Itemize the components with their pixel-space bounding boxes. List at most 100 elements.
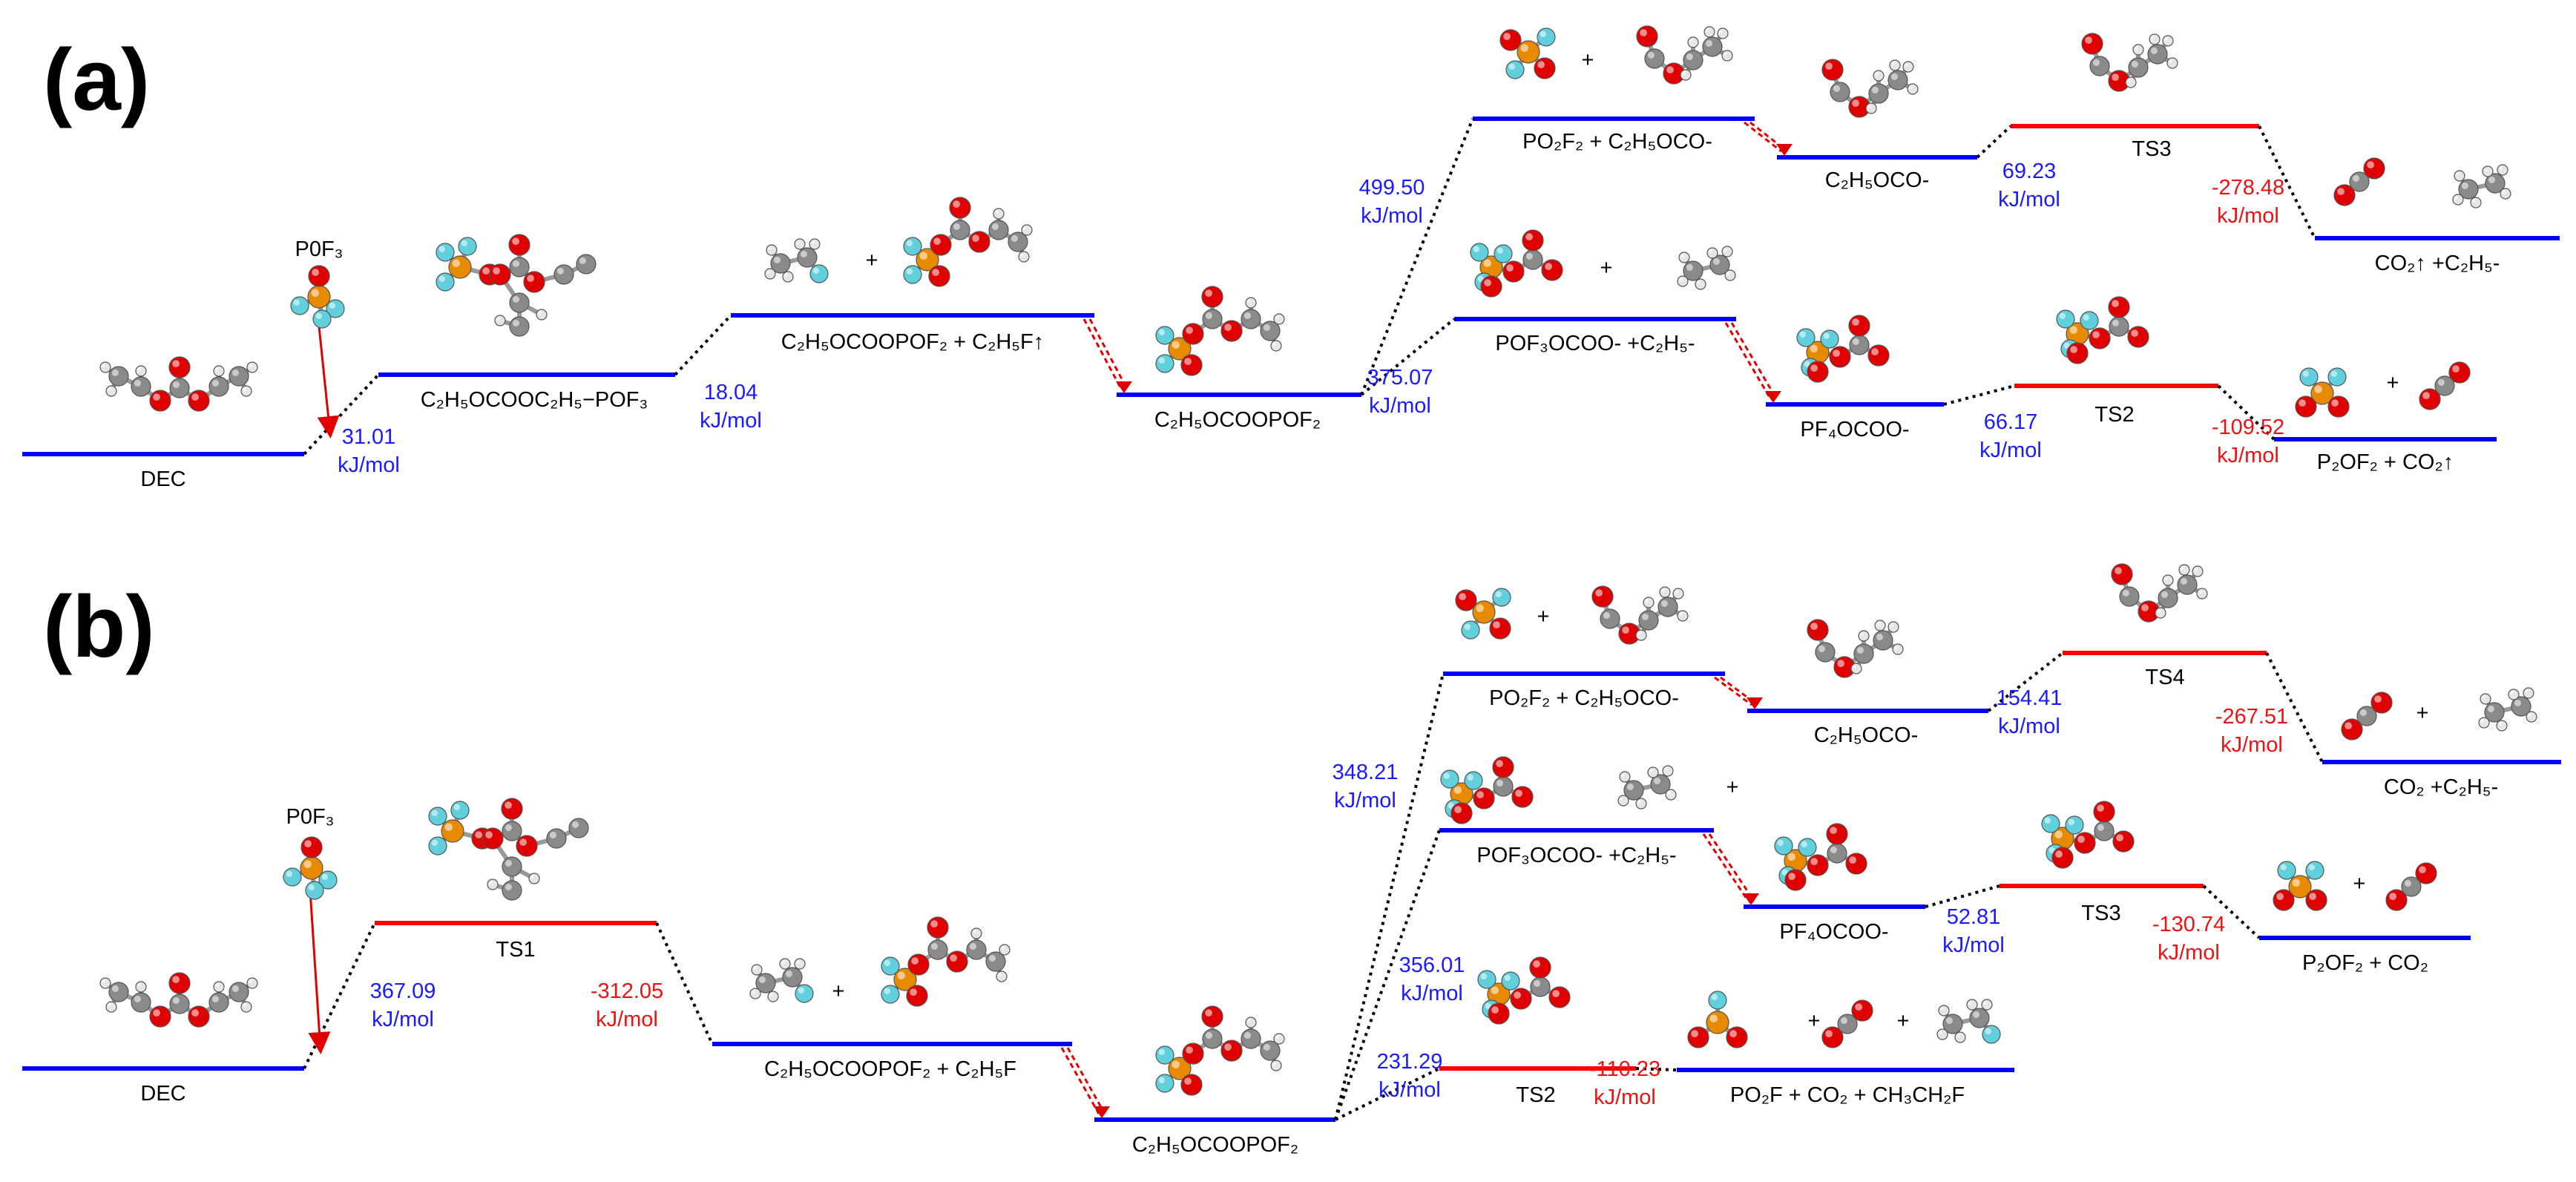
atom	[1155, 1074, 1174, 1093]
level-label-b-inter: C₂H₅OCOOPOF₂ + C₂H₅F	[764, 1057, 1016, 1081]
atom	[1706, 1011, 1729, 1034]
atom	[208, 992, 229, 1013]
atom	[2497, 164, 2508, 176]
atom	[1635, 798, 1647, 810]
level-label-a-pf4ocoo: PF₄OCOO-	[1800, 418, 1909, 441]
energy-value: 499.50	[1359, 176, 1425, 200]
atom	[1591, 585, 1614, 608]
atom	[2299, 367, 2319, 387]
atom	[168, 356, 191, 378]
atom	[1617, 795, 1629, 807]
transfer-arrow	[1744, 121, 1782, 153]
level-label-a-p2of2: P₂OF₂ + CO₂↑	[2317, 450, 2454, 474]
atom	[2470, 197, 2482, 209]
atom	[2166, 57, 2178, 69]
atom	[993, 208, 1005, 220]
atom	[1902, 61, 1914, 73]
energy-value: 52.81	[1947, 905, 2001, 929]
atom	[2074, 832, 2096, 854]
energy-unit: kJ/mol	[2217, 204, 2279, 228]
atom	[1182, 1043, 1204, 1065]
atom	[1687, 1026, 1709, 1048]
atom	[1796, 328, 1816, 347]
level-label-b-pof: PO₂F + CO₂ + CH₃CH₂F	[1730, 1083, 1965, 1107]
atom	[1677, 275, 1689, 287]
atom	[2128, 57, 2149, 78]
level-label-a-cmplx: C₂H₅OCOOC₂H₅−POF₃	[421, 388, 648, 412]
panel-b-label: (b)	[43, 578, 155, 676]
level-label-b-po2f2: PO₂F₂ + C₂H₅OCO-	[1489, 686, 1679, 710]
atom	[428, 807, 447, 826]
molecule-c2h5oco	[2111, 563, 2208, 623]
level-label-a-inter: C₂H₅OCOOPOF₂ + C₂H₅F↑	[781, 330, 1044, 354]
atom	[767, 991, 779, 1002]
atom	[809, 238, 821, 250]
atom	[766, 244, 778, 256]
atom	[1721, 246, 1733, 257]
level-label-b-pf4ocoo: PF₄OCOO-	[1779, 920, 1888, 944]
atom	[2500, 188, 2511, 200]
atom	[2158, 588, 2178, 608]
atom	[2080, 311, 2099, 330]
atom	[795, 984, 814, 1003]
atom	[949, 197, 971, 219]
atom	[1270, 340, 1282, 352]
atom	[1638, 610, 1659, 631]
atom	[1865, 102, 1877, 114]
atom	[1635, 629, 1647, 641]
atom	[1938, 1005, 1950, 1017]
transfer-arrow	[1724, 322, 1772, 399]
atom	[1703, 26, 1715, 38]
molecule-complex	[428, 798, 589, 901]
atom	[229, 982, 249, 1002]
atom	[448, 255, 472, 279]
atom	[1180, 1074, 1203, 1096]
molecule-c2h5oco	[1821, 59, 1919, 118]
atom	[523, 271, 545, 293]
molecule-pf4ocoo	[1796, 315, 1890, 383]
atom	[1480, 275, 1502, 298]
atom	[2109, 316, 2129, 337]
atom	[307, 285, 331, 309]
atom	[1534, 57, 1556, 79]
transfer-arrowhead	[1743, 893, 1759, 905]
atom	[1511, 786, 1534, 808]
atom	[188, 1005, 210, 1028]
plus-sign: +	[2353, 872, 2366, 896]
molecule-c2h5	[1617, 765, 1677, 810]
energy-levels	[22, 116, 2561, 1122]
atom	[436, 243, 455, 262]
atom	[305, 881, 324, 900]
atom	[1798, 838, 1817, 857]
atom	[996, 971, 1008, 982]
atom	[436, 272, 455, 292]
level-label-b-c2h5ocoopof2: C₂H₅OCOOPOF₂	[1132, 1133, 1298, 1157]
molecule-dec	[99, 972, 258, 1028]
atom	[1473, 787, 1495, 810]
atom	[1643, 597, 1655, 608]
plus-sign: +	[1808, 1009, 1821, 1033]
atom	[1708, 991, 1727, 1010]
molecule-pof3	[290, 265, 345, 329]
atom	[2125, 76, 2137, 88]
atom	[1245, 1017, 1257, 1028]
atom	[1687, 36, 1699, 48]
atom	[428, 836, 447, 856]
energy-unit: kJ/mol	[1361, 204, 1423, 228]
atom	[1850, 663, 1862, 674]
atom	[1647, 766, 1659, 778]
atom	[1874, 620, 1886, 631]
level-label-a-c2h5oco: C₂H₅OCO-	[1825, 168, 1930, 192]
molecule-co2	[2419, 361, 2471, 410]
atom	[149, 1005, 171, 1028]
atom	[1440, 769, 1459, 789]
atom	[149, 390, 171, 412]
molecule-c2h5oco	[2081, 33, 2178, 92]
energy-value: 231.29	[1377, 1050, 1443, 1074]
transfer-arrow	[1708, 833, 1755, 902]
atom	[553, 264, 574, 285]
energy-value: 66.17	[1984, 410, 2038, 434]
plus-sign: +	[1582, 48, 1594, 72]
atom	[1202, 309, 1223, 329]
atom	[1873, 630, 1893, 651]
